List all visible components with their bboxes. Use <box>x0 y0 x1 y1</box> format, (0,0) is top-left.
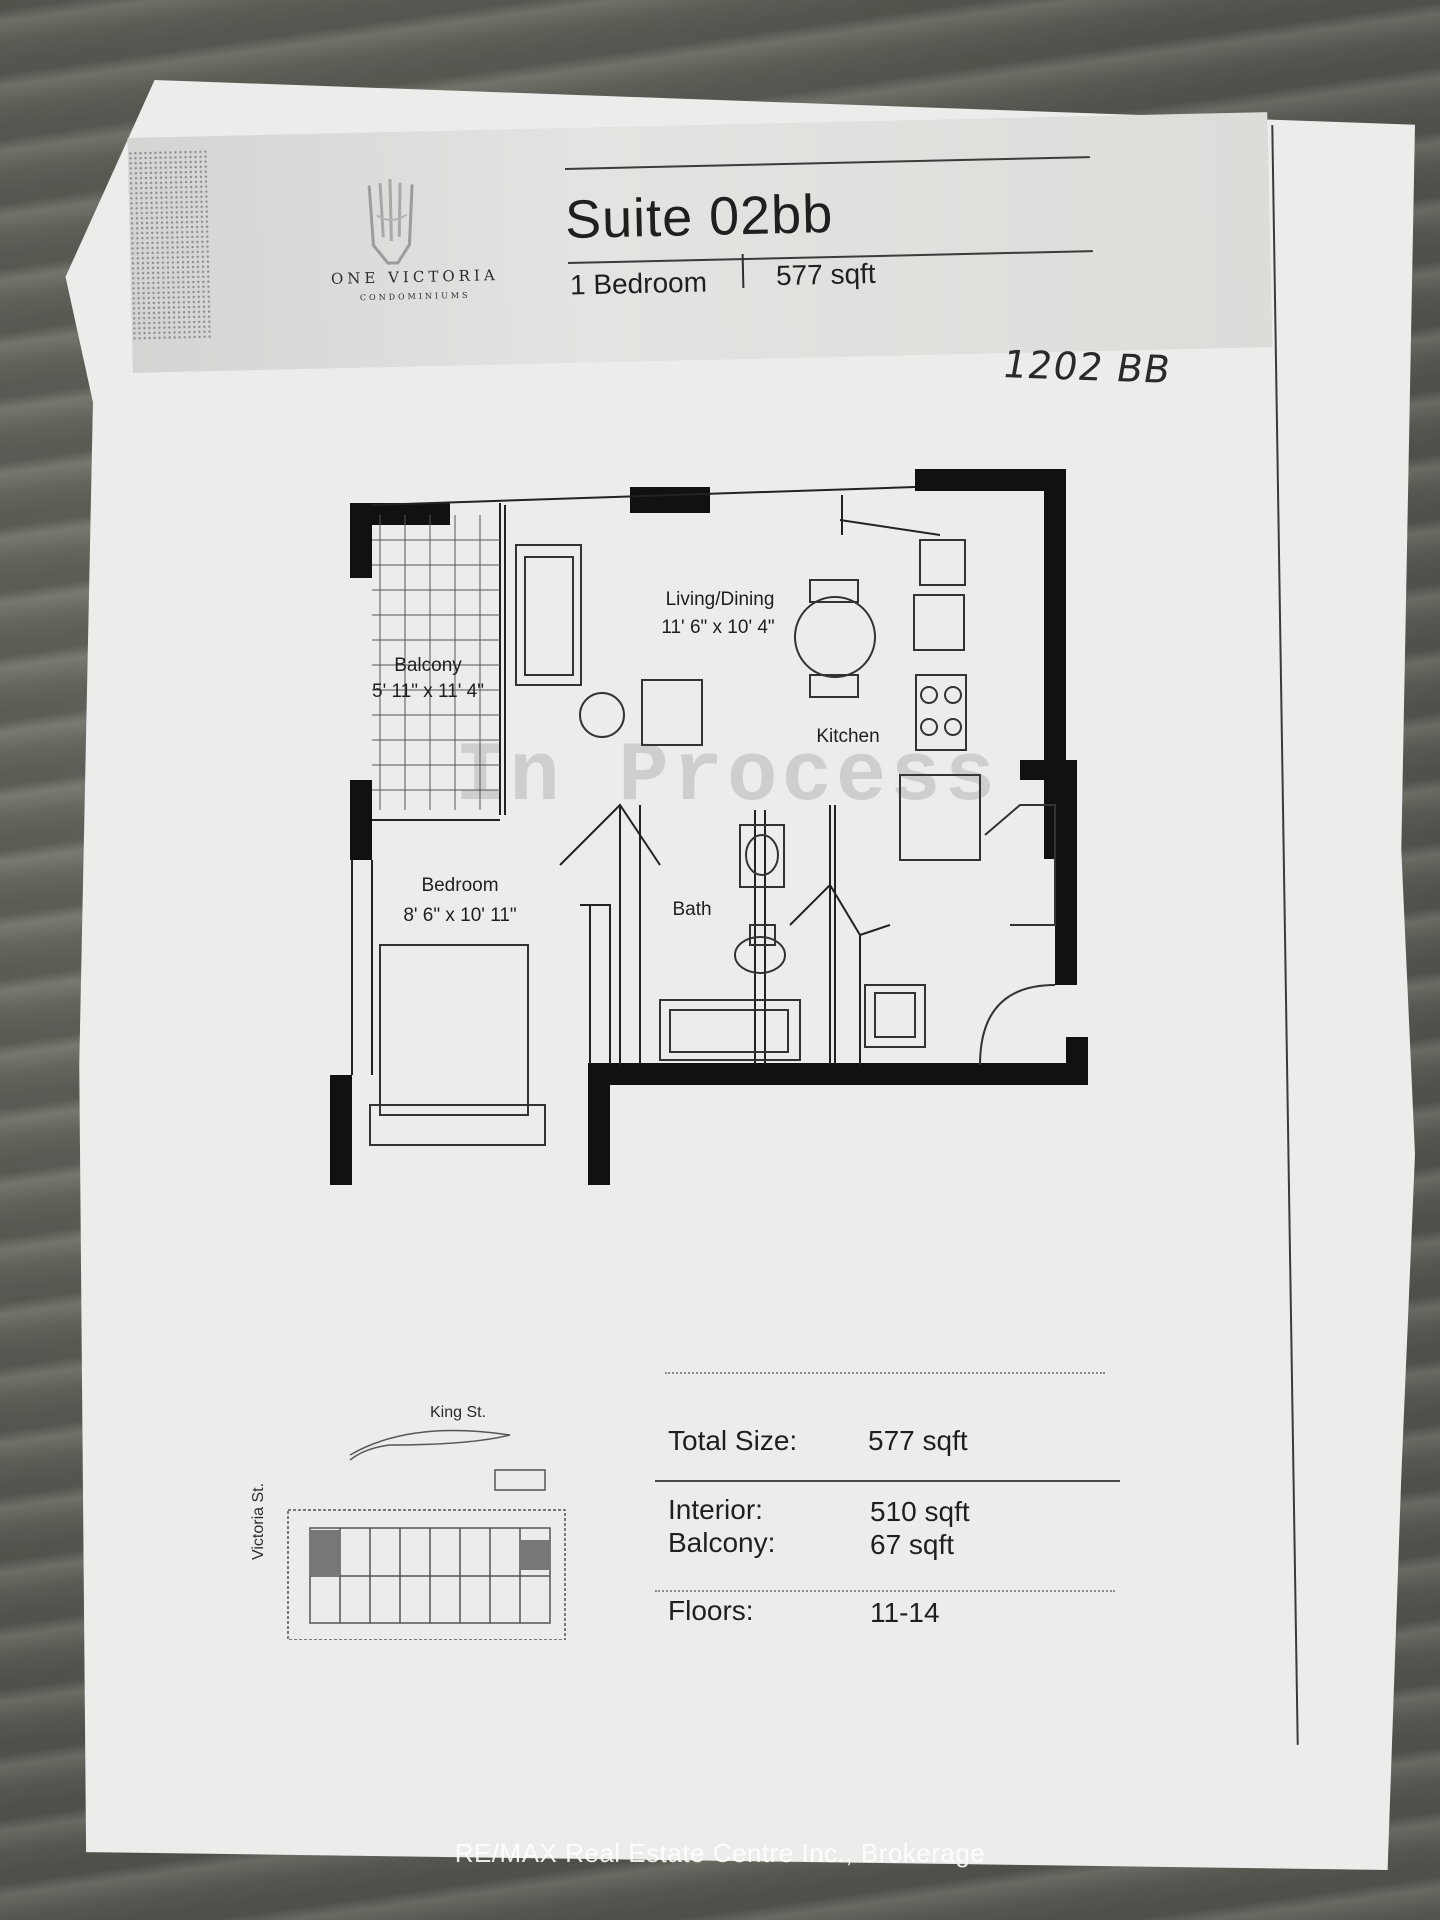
total-size-label: Total Size: <box>668 1425 798 1456</box>
paper-sheet <box>65 80 1415 1870</box>
balcony-label: Balcony: <box>668 1527 776 1558</box>
one-victoria-logo-icon <box>324 174 456 276</box>
exterior-walls <box>330 469 1088 1229</box>
room-name-balcony: Balcony <box>394 655 462 676</box>
balcony-tiles <box>372 515 500 810</box>
room-name-bath: Bath <box>672 899 711 920</box>
in-process-watermark: In Process <box>455 730 1000 825</box>
brokerage-credit: RE/MAX Real Estate Centre Inc., Brokerag… <box>454 1838 986 1868</box>
suite-bedrooms: 1 Bedroom <box>569 266 708 301</box>
balcony-value: 67 sqft <box>870 1529 955 1560</box>
furniture <box>369 539 1056 1146</box>
logo-wordmark: ONE VICTORIA CONDOMINIUMS <box>320 266 511 303</box>
room-name-bedroom: Bedroom <box>421 875 498 896</box>
key-plan-map <box>270 1400 570 1644</box>
details-top-rule <box>665 1372 1105 1374</box>
header-stipple <box>127 149 213 341</box>
handwritten-unit-note: 1202 BB <box>999 342 1175 392</box>
total-size-value: 577 sqft <box>868 1425 968 1456</box>
victoria-street-label: Victoria St. <box>250 1482 267 1560</box>
room-dims-bedroom: 8' 6" x 10' 11" <box>403 905 516 926</box>
suite-title: Suite 02bb <box>564 183 834 251</box>
room-dims-balcony: 5' 11" x 11' 4" <box>372 681 484 702</box>
floor-plan: Living/Dining 11' 6" x 10' 4" Balcony 5'… <box>320 465 1100 1229</box>
room-name-living-dining: Living/Dining <box>666 589 775 610</box>
room-dims-living-dining: 11' 6" x 10' 4" <box>661 617 774 638</box>
floors-label: Floors: <box>668 1595 754 1626</box>
details-rule-2 <box>655 1590 1115 1592</box>
details-rule-1 <box>655 1480 1120 1482</box>
logo-name-line: ONE VICTORIA <box>330 266 499 288</box>
king-street-label: King St. <box>430 1404 487 1421</box>
suite-size: 577 sqft <box>775 257 876 292</box>
interior-label: Interior: <box>668 1494 763 1525</box>
floors-value: 11-14 <box>870 1597 940 1628</box>
interior-value: 510 sqft <box>870 1496 970 1527</box>
room-name-kitchen: Kitchen <box>816 726 879 747</box>
